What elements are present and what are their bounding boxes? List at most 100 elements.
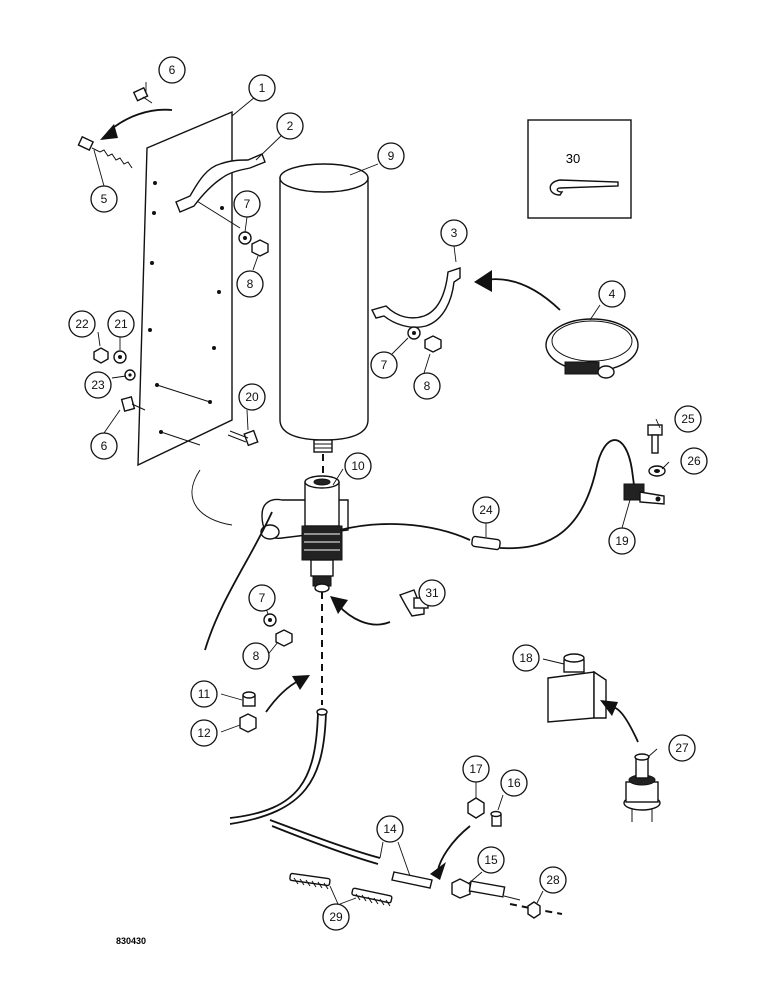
callout-16: 16 xyxy=(500,769,528,797)
callout-17: 17 xyxy=(462,755,490,783)
svg-text:11: 11 xyxy=(198,687,211,701)
nut-22 xyxy=(93,347,109,364)
callout-21: 21 xyxy=(107,310,135,338)
sleeves-29 xyxy=(289,872,393,907)
svg-text:8: 8 xyxy=(424,379,431,393)
svg-text:8: 8 xyxy=(253,649,260,663)
svg-text:20: 20 xyxy=(245,390,259,404)
svg-text:29: 29 xyxy=(329,910,343,924)
inset-label: 30 xyxy=(566,151,580,166)
callout-8-upper: 8 xyxy=(236,270,264,298)
upper-strap xyxy=(175,153,266,213)
svg-text:9: 9 xyxy=(388,149,395,163)
svg-text:21: 21 xyxy=(114,317,128,331)
nut-28 xyxy=(527,901,541,919)
mounting-plate xyxy=(137,110,233,467)
svg-text:12: 12 xyxy=(197,726,211,740)
callout-31: 31 xyxy=(418,579,446,607)
callout-4: 4 xyxy=(598,280,626,308)
callout-6-top: 6 xyxy=(158,56,186,84)
svg-text:7: 7 xyxy=(259,591,266,605)
callout-6-lower: 6 xyxy=(90,432,118,460)
callout-19: 19 xyxy=(608,527,636,555)
svg-text:8: 8 xyxy=(247,277,254,291)
hose-clamp xyxy=(545,318,639,379)
screw-25 xyxy=(647,424,663,454)
callout-7-upper: 7 xyxy=(233,190,261,218)
lower-strap xyxy=(370,267,461,328)
sensor-15 xyxy=(451,878,521,901)
short-hose xyxy=(391,871,433,889)
nut-8-lower xyxy=(275,629,293,647)
callout-25: 25 xyxy=(674,405,702,433)
svg-text:28: 28 xyxy=(546,873,560,887)
connector-24 xyxy=(471,535,501,551)
callout-9: 9 xyxy=(377,142,405,170)
nut-8-upper xyxy=(251,239,269,257)
switch-18 xyxy=(547,653,607,723)
callout-10: 10 xyxy=(344,452,372,480)
callout-11: 11 xyxy=(190,680,218,708)
svg-text:18: 18 xyxy=(519,651,533,665)
callout-29: 29 xyxy=(322,903,350,931)
svg-text:16: 16 xyxy=(507,776,521,790)
svg-text:26: 26 xyxy=(687,454,701,468)
fitting-16 xyxy=(490,810,502,827)
fitting-12 xyxy=(239,713,257,733)
callout-24: 24 xyxy=(472,496,500,524)
svg-text:23: 23 xyxy=(91,378,105,392)
callout-20: 20 xyxy=(238,383,266,411)
callout-3: 3 xyxy=(440,219,468,247)
svg-text:27: 27 xyxy=(675,741,689,755)
callout-8-mid: 8 xyxy=(413,372,441,400)
canister xyxy=(279,163,369,453)
fitting-11 xyxy=(242,691,256,707)
callout-12: 12 xyxy=(190,719,218,747)
svg-text:25: 25 xyxy=(681,412,695,426)
adapter-assembly xyxy=(260,475,349,593)
fitting-17 xyxy=(467,797,485,819)
long-screw xyxy=(77,135,133,169)
hose-main xyxy=(229,711,319,819)
figure-number: 830430 xyxy=(116,936,146,946)
svg-text:31: 31 xyxy=(425,586,439,600)
svg-text:17: 17 xyxy=(469,762,483,776)
wire-right xyxy=(339,523,471,541)
svg-text:19: 19 xyxy=(615,534,629,548)
callout-5: 5 xyxy=(90,185,118,213)
callout-2: 2 xyxy=(276,112,304,140)
bolt-20 xyxy=(227,429,259,447)
svg-text:5: 5 xyxy=(101,192,108,206)
svg-text:4: 4 xyxy=(609,287,616,301)
svg-text:1: 1 xyxy=(259,81,266,95)
callout-18: 18 xyxy=(512,644,540,672)
svg-text:6: 6 xyxy=(169,63,176,77)
svg-text:15: 15 xyxy=(484,853,498,867)
callout-28: 28 xyxy=(539,866,567,894)
svg-text:24: 24 xyxy=(479,503,493,517)
callout-23: 23 xyxy=(84,371,112,399)
callout-7-lower: 7 xyxy=(248,584,276,612)
nut-8-mid xyxy=(424,335,442,353)
switch-27 xyxy=(623,753,661,822)
wire-left xyxy=(204,511,273,651)
svg-text:7: 7 xyxy=(244,197,251,211)
bolt-top xyxy=(132,86,153,104)
terminal-19 xyxy=(623,483,665,505)
inset-box: 30 xyxy=(527,119,632,219)
svg-text:3: 3 xyxy=(451,226,458,240)
svg-text:7: 7 xyxy=(381,358,388,372)
svg-text:22: 22 xyxy=(75,317,89,331)
bolt-lower xyxy=(120,396,146,412)
svg-text:14: 14 xyxy=(383,822,397,836)
svg-text:10: 10 xyxy=(351,459,365,473)
callout-8-lower: 8 xyxy=(242,642,270,670)
callout-15: 15 xyxy=(477,846,505,874)
callout-7-mid: 7 xyxy=(370,351,398,379)
callout-22: 22 xyxy=(68,310,96,338)
callout-14: 14 xyxy=(376,815,404,843)
svg-text:2: 2 xyxy=(287,119,294,133)
callout-27: 27 xyxy=(668,734,696,762)
callout-1: 1 xyxy=(248,74,276,102)
